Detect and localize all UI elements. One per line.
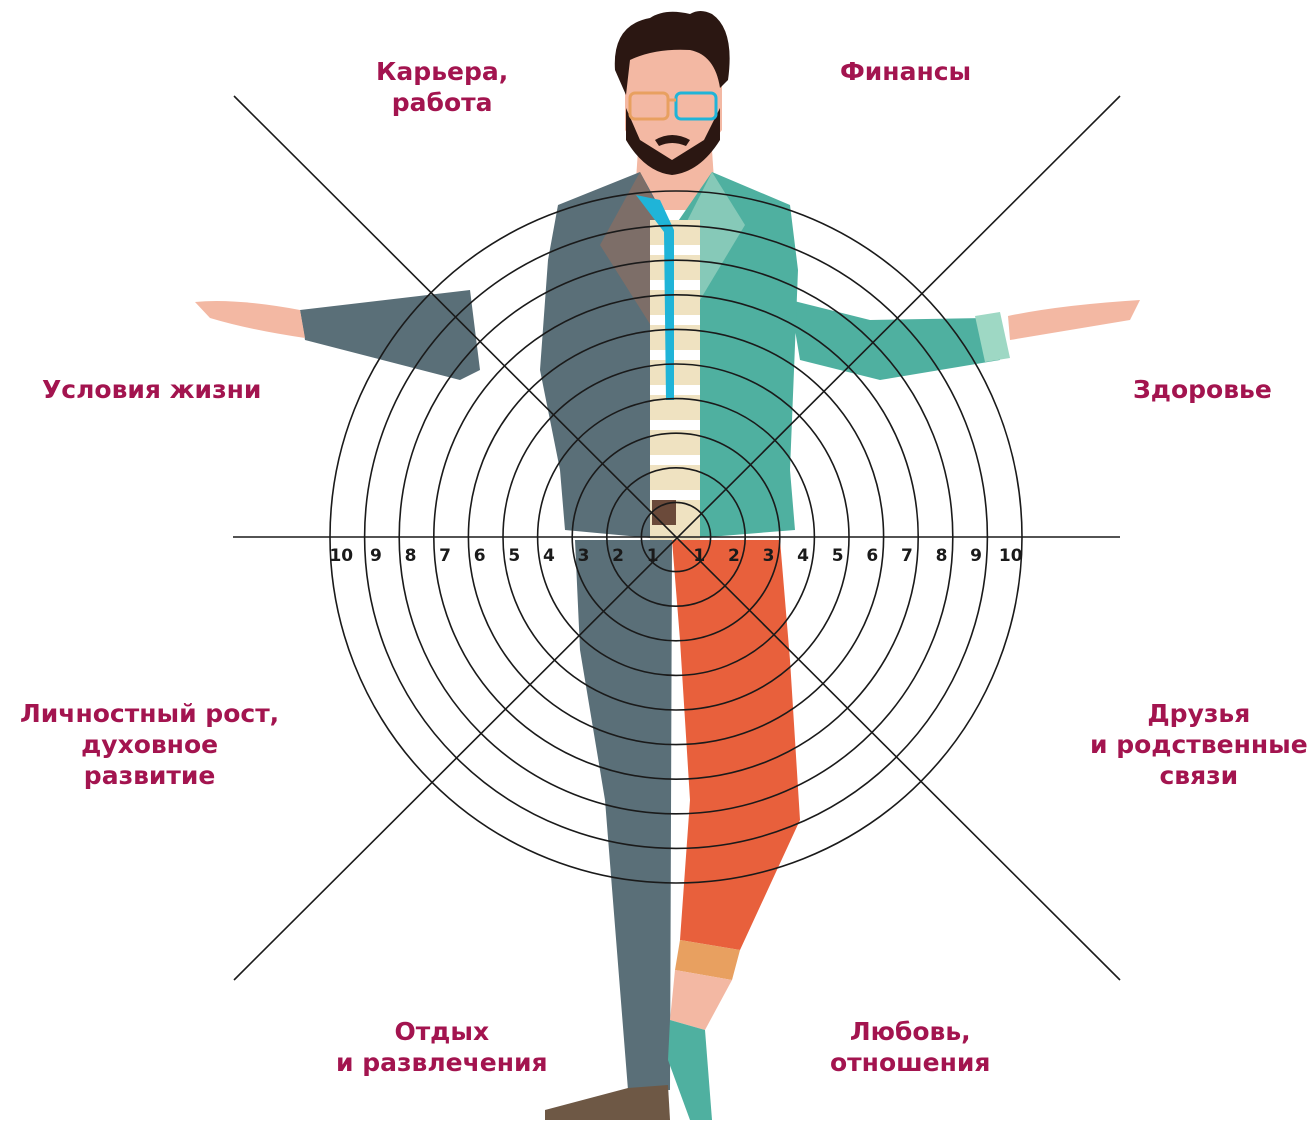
left-arm-sleeve [300, 290, 480, 380]
sector-label-love: Любовь, отношения [830, 1016, 990, 1078]
scale-number-right: 1 [693, 546, 705, 566]
scale-number-left: 4 [543, 546, 555, 566]
sector-label-rest: Отдых и развлечения [336, 1016, 548, 1078]
scale-number-left: 6 [474, 546, 486, 566]
sector-label-living-conditions: Условия жизни [42, 374, 261, 405]
scale-number-right: 6 [866, 546, 878, 566]
scale-number-right: 4 [797, 546, 809, 566]
right-shoe [668, 1020, 712, 1120]
left-shoe [545, 1085, 670, 1120]
sector-label-personal-growth: Личностный рост, духовное развитие [20, 698, 279, 791]
scale-number-right: 8 [936, 546, 948, 566]
scale-number-left: 8 [405, 546, 417, 566]
scale-number-left: 5 [508, 546, 520, 566]
scale-number-left: 2 [612, 546, 624, 566]
sector-label-friends-relatives: Друзья и родственные связи [1090, 698, 1308, 791]
left-hand [195, 301, 305, 338]
ankle [670, 970, 732, 1030]
scale-number-right: 5 [832, 546, 844, 566]
scale-number-right: 10 [999, 546, 1023, 566]
scale-number-left: 1 [647, 546, 659, 566]
scale-number-right: 2 [728, 546, 740, 566]
scale-number-right: 7 [901, 546, 913, 566]
pants-left [575, 540, 672, 1090]
right-hand [1008, 300, 1140, 340]
sector-label-finance: Финансы [840, 56, 971, 87]
scale-number-right: 9 [970, 546, 982, 566]
sector-label-career: Карьера, работа [376, 56, 508, 118]
scale-number-right: 3 [763, 546, 775, 566]
pants-right [672, 540, 800, 950]
sector-label-health: Здоровье [1133, 374, 1272, 405]
scale-number-left: 9 [370, 546, 382, 566]
scale-number-left: 3 [578, 546, 590, 566]
scale-number-left: 7 [439, 546, 451, 566]
scale-number-left: 10 [329, 546, 353, 566]
